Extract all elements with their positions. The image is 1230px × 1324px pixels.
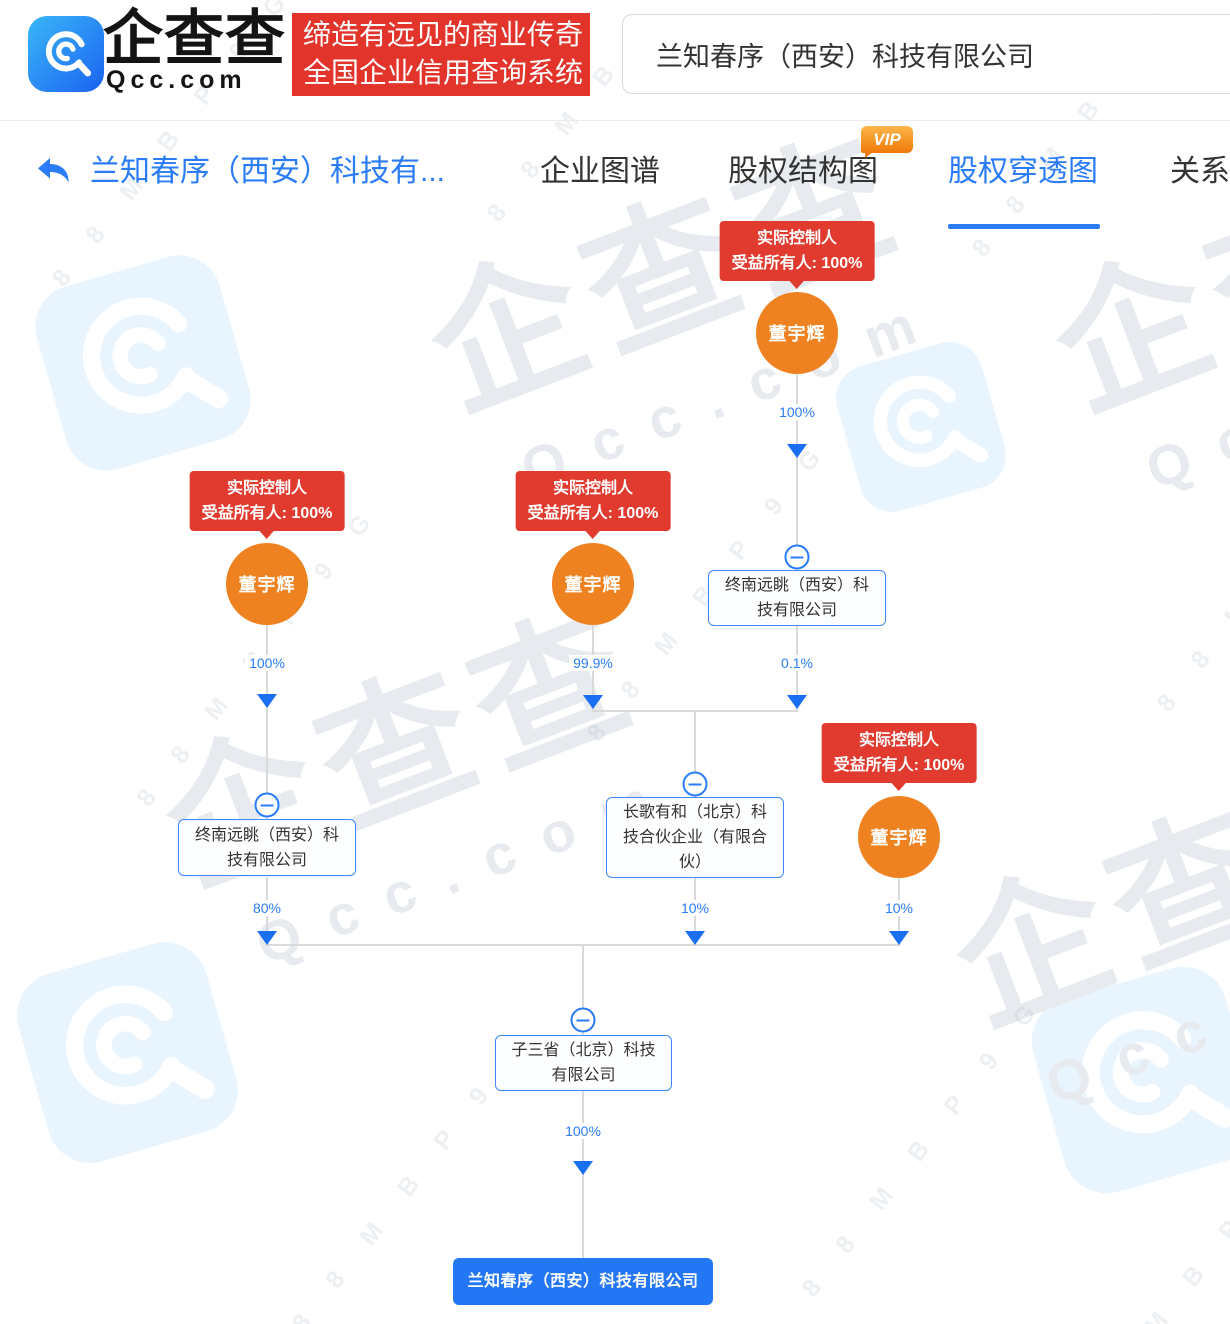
slogan-banner: 缔造有远见的商业传奇 全国企业信用查询系统: [292, 13, 590, 96]
company-node-zhongnan[interactable]: 终南远眺（西安）科技有限公司: [178, 819, 356, 876]
tab-equity-structure[interactable]: 股权结构图: [728, 155, 878, 188]
badge-line1: 实际控制人: [756, 230, 838, 247]
company-node-changge[interactable]: 长歌有和（北京）科技合伙企业（有限合伙）: [606, 797, 784, 878]
arrow-down-icon: [787, 695, 807, 709]
qcc-logo-glyph: [45, 31, 92, 77]
badge-line2: 受益所有人: 100%: [527, 505, 659, 522]
tab-enterprise-graph[interactable]: 企业图谱: [540, 155, 660, 188]
slogan-line2: 全国企业信用查询系统: [303, 57, 584, 88]
company-node-target[interactable]: 兰知春序（西安）科技有限公司: [453, 1258, 713, 1305]
company-node-zisansheng[interactable]: 子三省（北京）科技有限公司: [495, 1035, 672, 1091]
connector-line: [796, 373, 798, 570]
back-arrow-icon[interactable]: [34, 151, 74, 191]
arrow-down-icon: [583, 695, 603, 709]
active-tab-underline: [948, 224, 1100, 229]
badge-line2: 受益所有人: 100%: [731, 255, 863, 272]
collapse-toggle-icon[interactable]: [784, 544, 810, 570]
arrow-down-icon: [685, 931, 705, 945]
ownership-percent-label: 10%: [880, 900, 918, 916]
ownership-percent-label: 80%: [248, 900, 286, 916]
ownership-percent-label: 0.1%: [777, 655, 817, 671]
header-divider: [0, 120, 1230, 121]
actual-controller-badge: 实际控制人 受益所有人: 100%: [821, 723, 977, 791]
arrow-down-icon: [787, 444, 807, 458]
arrow-down-icon: [889, 931, 909, 945]
slogan-line1: 缔造有远见的商业传奇: [303, 19, 584, 50]
badge-line1: 实际控制人: [226, 480, 308, 497]
brand-name[interactable]: 企查查: [103, 5, 286, 72]
badge-line1: 实际控制人: [858, 732, 940, 749]
connector-line: [694, 710, 696, 797]
actual-controller-badge: 实际控制人 受益所有人: 100%: [515, 471, 671, 539]
collapse-toggle-icon[interactable]: [254, 792, 280, 818]
brand-domain[interactable]: Qcc.com: [106, 66, 247, 94]
connector-line: [582, 944, 584, 1035]
person-node-dongyuhui[interactable]: 董宇辉: [756, 292, 838, 374]
badge-line2: 受益所有人: 100%: [833, 757, 965, 774]
arrow-down-icon: [257, 931, 277, 945]
ownership-percent-label: 99.9%: [569, 655, 617, 671]
vip-badge: VIP: [861, 126, 913, 158]
connector-line: [266, 623, 268, 819]
company-node-zhongnan[interactable]: 终南远眺（西安）科技有限公司: [708, 570, 886, 626]
arrow-down-icon: [257, 694, 277, 708]
arrow-down-icon: [573, 1161, 593, 1175]
ownership-percent-label: 10%: [676, 900, 714, 916]
search-input[interactable]: [622, 14, 1230, 94]
actual-controller-badge: 实际控制人 受益所有人: 100%: [189, 471, 345, 539]
badge-line1: 实际控制人: [552, 480, 634, 497]
qcc-logo[interactable]: [28, 16, 104, 92]
badge-line2: 受益所有人: 100%: [201, 505, 333, 522]
collapse-toggle-icon[interactable]: [682, 771, 708, 797]
person-node-dongyuhui[interactable]: 董宇辉: [858, 796, 940, 878]
collapse-toggle-icon[interactable]: [570, 1007, 596, 1033]
person-node-dongyuhui[interactable]: 董宇辉: [226, 543, 308, 625]
actual-controller-badge: 实际控制人 受益所有人: 100%: [719, 221, 875, 289]
ownership-percent-label: 100%: [775, 404, 819, 420]
ownership-percent-label: 100%: [561, 1123, 605, 1139]
tab-equity-penetration[interactable]: 股权穿透图: [948, 155, 1098, 188]
ownership-percent-label: 100%: [245, 655, 289, 671]
tab-relations[interactable]: 关系: [1170, 155, 1230, 188]
back-company-link[interactable]: 兰知春序（西安）科技有...: [90, 155, 446, 188]
person-node-dongyuhui[interactable]: 董宇辉: [552, 543, 634, 625]
